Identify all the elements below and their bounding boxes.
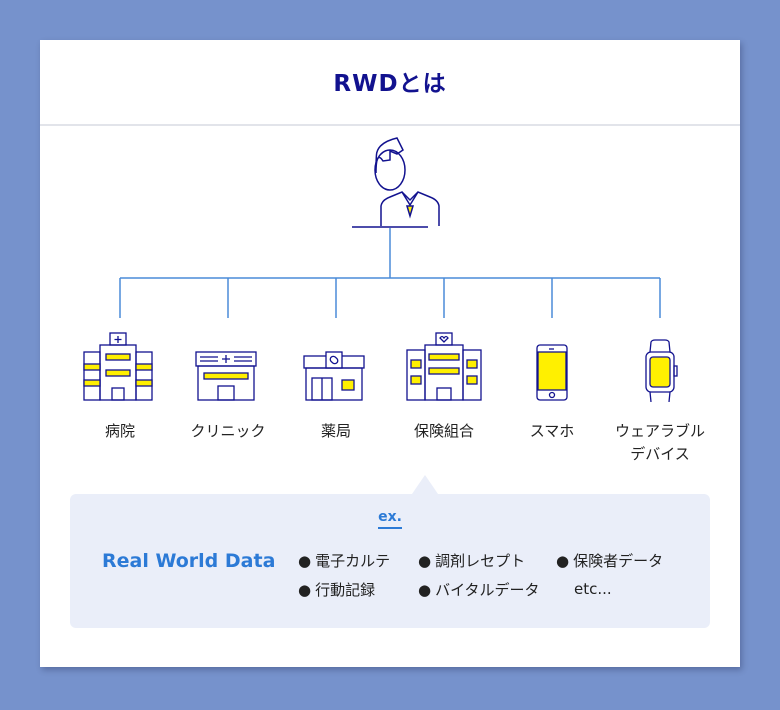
tree-diagram [119,137,661,318]
panel-pointer [412,475,438,494]
source-wearable: ウェアラブルデバイス [605,330,715,466]
source-label: 病院 [104,422,135,440]
page-title: RWDとは [333,71,447,97]
hospital-icon [83,332,153,401]
rwd-item: 電子カルテ [298,550,390,571]
source-clinic: クリニック [173,330,283,443]
rwd-examples-panel: ex. Real World Data 電子カルテ 調剤レセプト 保険者データ … [70,475,710,628]
rwd-item: 調剤レセプト [418,550,525,571]
source-pharmacy: 薬局 [281,330,391,443]
source-label: クリニック [190,422,266,440]
smartphone-icon [536,344,568,401]
insurance-association-icon [406,332,482,401]
connector-lines [119,228,661,318]
source-insurance: 保険組合 [389,330,499,443]
source-hospital: 病院 [65,330,175,443]
pharmacy-icon [303,351,365,401]
ex-label: ex. [70,509,710,529]
rwd-item: 保険者データ [556,550,663,571]
etc-label: etc... [574,580,612,598]
rwd-heading: Real World Data [102,550,276,572]
rwd-card: RWDとは 病院 [40,40,740,667]
divider [40,124,740,126]
source-label: 薬局 [320,422,351,440]
person-icon [352,137,440,228]
clinic-icon [195,351,257,401]
source-label: ウェアラブルデバイス [614,422,705,463]
source-smartphone: スマホ [497,330,607,443]
smartwatch-icon [645,339,678,402]
rwd-item: バイタルデータ [418,579,539,600]
rwd-item: 行動記録 [298,579,375,600]
source-label: 保険組合 [413,422,474,440]
source-label: スマホ [529,422,575,440]
